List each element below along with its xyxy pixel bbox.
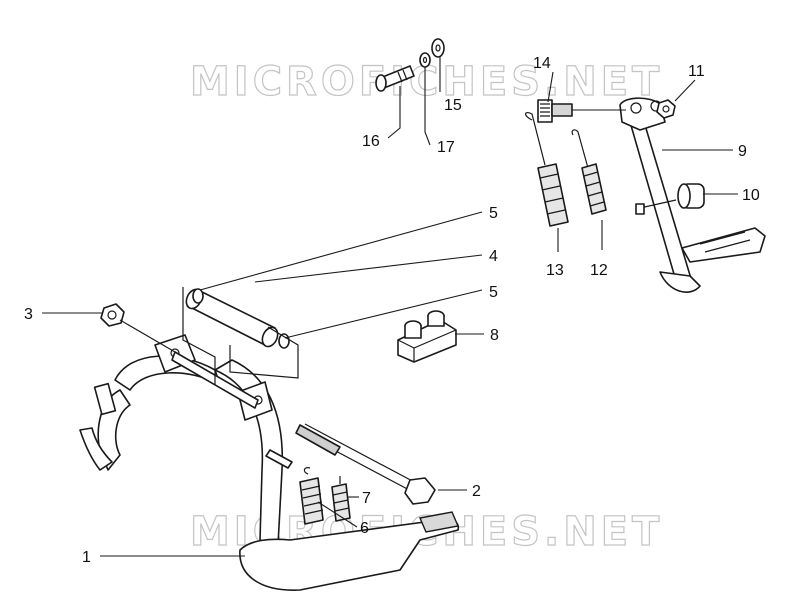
side-stand-spring-small[interactable] [571, 129, 607, 215]
pivot-bush[interactable] [635, 183, 705, 215]
washer-large[interactable] [431, 38, 445, 58]
callout-4: 4 [489, 248, 498, 265]
mounting-bolt[interactable] [375, 65, 415, 92]
side-stand-spring-large[interactable] [525, 111, 569, 227]
callout-6: 6 [360, 520, 369, 537]
bushing-upper[interactable] [192, 288, 204, 304]
center-stand[interactable] [79, 334, 460, 591]
callout-11: 11 [688, 63, 705, 80]
spring-pin[interactable] [537, 99, 573, 123]
explosion-guide [182, 287, 299, 385]
callout-17: 17 [437, 139, 455, 156]
callout-2: 2 [472, 483, 481, 500]
callout-8: 8 [490, 327, 499, 344]
callout-7: 7 [362, 490, 371, 507]
callout-9: 9 [738, 143, 747, 160]
callout-15: 15 [444, 97, 462, 114]
callout-5-lower: 5 [489, 284, 498, 301]
callout-3: 3 [24, 306, 33, 323]
pivot-bolt[interactable] [295, 423, 436, 505]
callout-12: 12 [590, 262, 608, 279]
callout-numbers: 1 2 3 4 5 5 6 7 8 9 10 11 12 13 14 15 16… [24, 55, 760, 566]
return-spring-large[interactable] [299, 467, 324, 525]
washer-small[interactable] [419, 52, 431, 68]
callout-13: 13 [546, 262, 564, 279]
callout-16: 16 [362, 133, 380, 150]
rubber-stopper[interactable] [397, 310, 457, 363]
callout-1: 1 [82, 549, 91, 566]
hex-nut[interactable] [100, 303, 125, 327]
callout-14: 14 [533, 55, 551, 72]
side-stand-nut[interactable] [656, 99, 676, 119]
return-spring-small[interactable] [331, 476, 351, 522]
callout-10: 10 [742, 187, 760, 204]
side-stand[interactable] [619, 97, 766, 293]
callout-5-upper: 5 [489, 205, 498, 222]
leader-lines [42, 57, 738, 557]
